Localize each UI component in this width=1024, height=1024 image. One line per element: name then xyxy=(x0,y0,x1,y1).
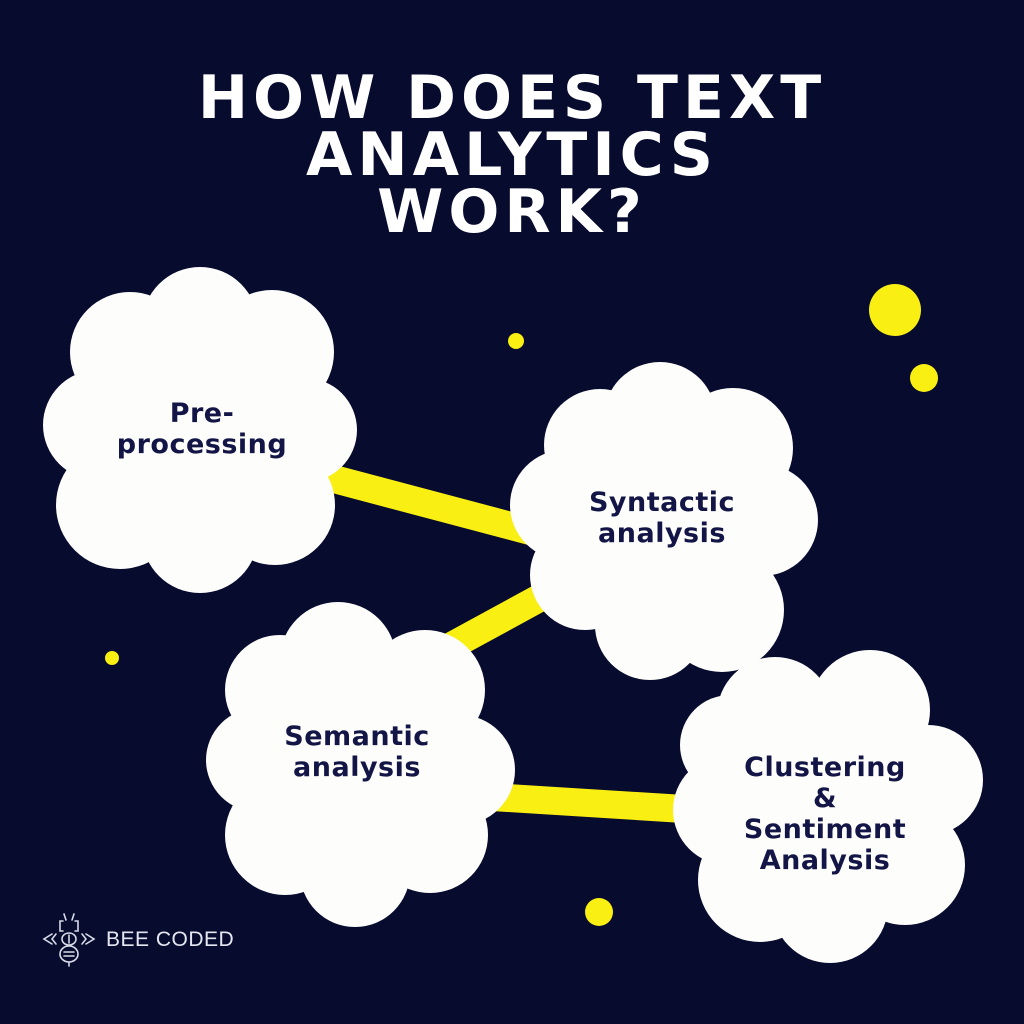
decor-dot xyxy=(585,898,613,926)
title-line-3: WORK? xyxy=(377,177,647,247)
step-label-clustering: Clustering & Sentiment Analysis xyxy=(715,752,935,876)
title-line-1: HOW DOES TEXT xyxy=(197,63,827,133)
cloud-syntactic xyxy=(510,362,818,680)
cloud-clustering xyxy=(673,650,983,963)
step-label-line: Syntactic xyxy=(588,487,736,518)
step-label-line: processing xyxy=(116,429,288,460)
step-label-line: analysis xyxy=(598,518,726,549)
step-label-line: Sentiment xyxy=(743,814,907,845)
decor-dot xyxy=(105,651,119,665)
step-label-line: Semantic xyxy=(284,721,430,752)
decor-dot xyxy=(910,364,938,392)
title-line-2: ANALYTICS xyxy=(305,120,719,190)
brand-name: BEE CODED xyxy=(106,928,235,951)
step-label-semantic: Semantic analysis xyxy=(257,721,457,783)
page-title: HOW DOES TEXT ANALYTICS WORK? xyxy=(0,63,1024,247)
cloud-preprocessing xyxy=(43,267,357,593)
decor-dot xyxy=(508,333,524,349)
brand: BEE CODED xyxy=(42,912,234,968)
step-label-line: Clustering xyxy=(744,752,906,783)
step-label-line: Pre- xyxy=(169,398,235,429)
step-label-line: & xyxy=(812,783,838,814)
cloud-semantic xyxy=(206,602,515,927)
step-label-preprocessing: Pre- processing xyxy=(102,398,302,460)
bee-logo-icon xyxy=(42,913,96,967)
step-label-line: Analysis xyxy=(759,845,891,876)
connector-preprocessing-syntactic xyxy=(286,456,559,549)
step-label-syntactic: Syntactic analysis xyxy=(562,487,762,549)
decor-dot xyxy=(869,284,921,336)
step-label-line: analysis xyxy=(293,752,421,783)
